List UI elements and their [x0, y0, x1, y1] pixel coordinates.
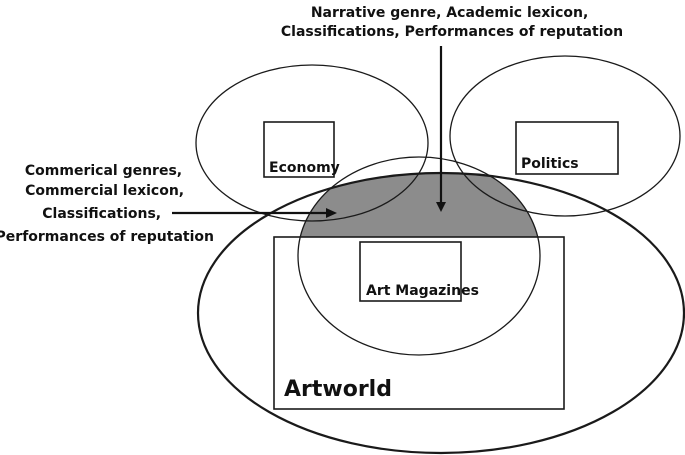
politics-box: [515, 121, 619, 175]
top-annotation: Narrative genre, Academic lexicon, Class…: [281, 5, 623, 40]
left-annotation-line-2: Commercial lexicon,: [25, 183, 184, 199]
economy-label: Economy: [269, 160, 340, 176]
left-arrow: [172, 208, 337, 218]
artworld-label: Artworld: [284, 377, 392, 402]
left-annotation-line-3: Classifications,: [42, 206, 161, 222]
top-annotation-line-1: Narrative genre, Academic lexicon,: [311, 5, 588, 21]
economy-box: [263, 121, 335, 178]
top-arrow: [436, 46, 446, 212]
left-annotation: Commerical genres, Commercial lexicon, C…: [0, 163, 214, 245]
artworld-box: [273, 236, 565, 410]
left-annotation-line-1: Commerical genres,: [25, 163, 182, 179]
top-annotation-line-2: Classifications, Performances of reputat…: [281, 24, 623, 40]
politics-circle: [449, 55, 681, 217]
politics-label: Politics: [521, 156, 579, 172]
art-magazines-label: Art Magazines: [366, 283, 479, 299]
economy-circle: [195, 64, 429, 222]
left-annotation-line-4: Performances of reputation: [0, 229, 214, 245]
art-magazines-box: [359, 241, 462, 302]
art-magazines-circle: [297, 156, 541, 356]
